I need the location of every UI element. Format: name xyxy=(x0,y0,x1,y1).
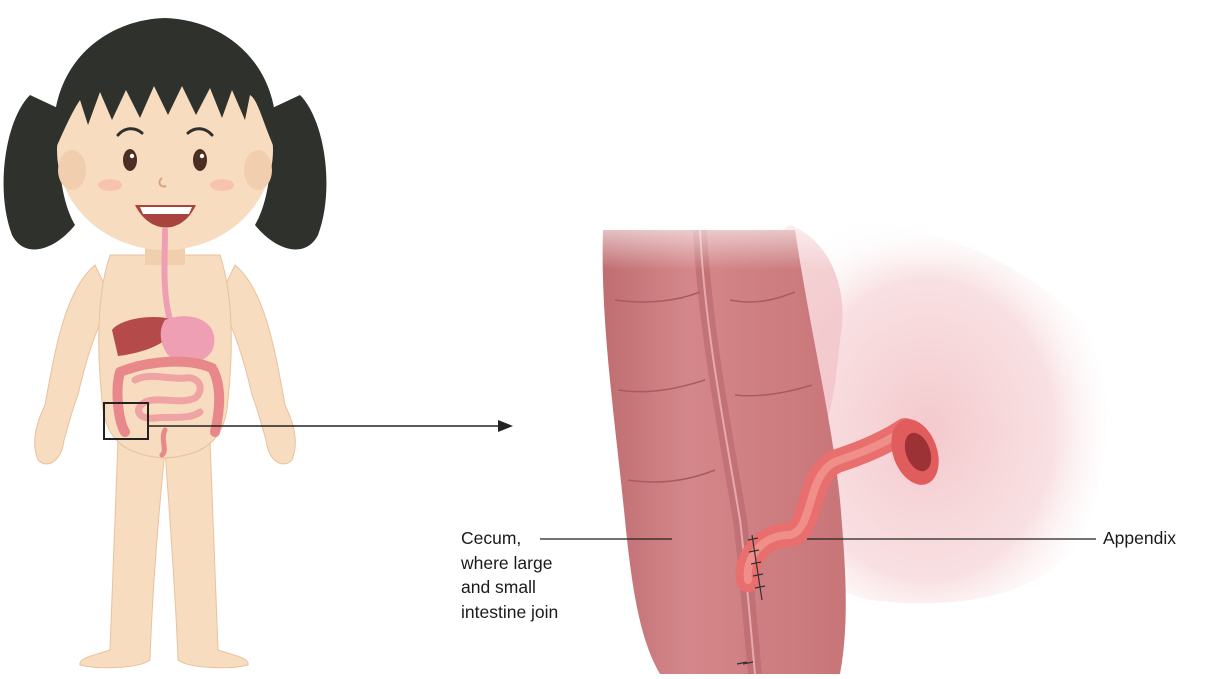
cecum-label-line: intestine join xyxy=(461,600,591,625)
cecum-label-line: Cecum, xyxy=(461,526,591,551)
right-eye xyxy=(193,149,207,171)
left-eye xyxy=(123,149,137,171)
cecum-label: Cecum, where large and small intestine j… xyxy=(461,526,591,624)
right-leg xyxy=(165,440,248,668)
left-leg xyxy=(80,440,165,668)
cecum-label-line: where large xyxy=(461,551,591,576)
child-illustration xyxy=(4,18,327,668)
cecum-label-line: and small xyxy=(461,575,591,600)
cecum-illustration xyxy=(590,200,1110,674)
appendix-label: Appendix xyxy=(1103,526,1176,551)
